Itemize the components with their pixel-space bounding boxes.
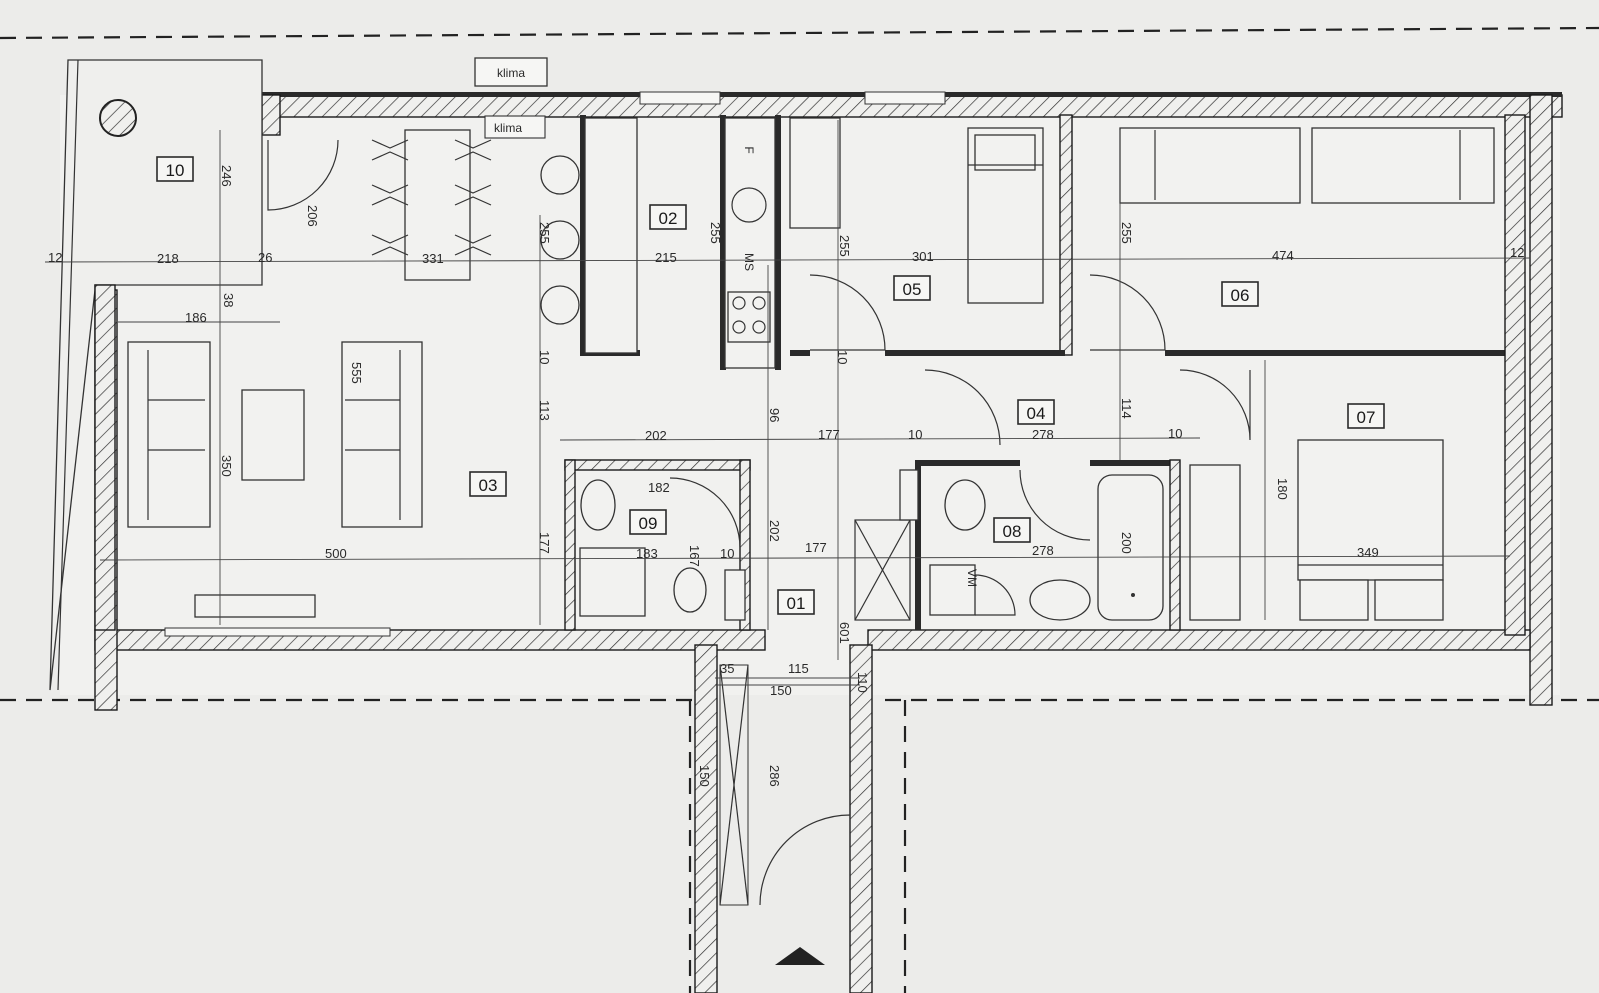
svg-text:04: 04 xyxy=(1027,404,1046,423)
dimension-label: 202 xyxy=(767,520,782,542)
fridge-label: F xyxy=(742,146,756,153)
bedroom-06-furniture xyxy=(1119,127,1495,204)
room-tag-07: 07 xyxy=(1347,403,1385,429)
dimension-label: 202 xyxy=(645,428,667,443)
balcony-10 xyxy=(49,59,263,691)
svg-text:06: 06 xyxy=(1231,286,1250,305)
bedroom-07-furniture xyxy=(1189,439,1444,621)
dimension-label: 12 xyxy=(1510,245,1524,260)
svg-text:10: 10 xyxy=(166,161,185,180)
dimension-label: 186 xyxy=(185,310,207,325)
dimension-label: 601 xyxy=(837,622,852,644)
svg-text:09: 09 xyxy=(639,514,658,533)
dimension-label: 10 xyxy=(908,427,922,442)
windows xyxy=(164,91,946,637)
dimension-label: 474 xyxy=(1272,248,1294,263)
dimension-label: 206 xyxy=(305,205,320,227)
dimension-label: 200 xyxy=(1119,532,1134,554)
corridor-01 xyxy=(694,519,911,993)
dimension-label: 35 xyxy=(720,661,734,676)
dimension-label: 180 xyxy=(1275,478,1290,500)
bathroom-08-fixtures xyxy=(899,469,1164,621)
dimension-lines xyxy=(44,120,1531,686)
dimension-label: 113 xyxy=(537,400,552,421)
dimension-label: 110 xyxy=(855,672,870,693)
dimension-label: 278 xyxy=(1032,427,1054,442)
dimension-label: 255 xyxy=(1119,222,1134,244)
dimension-label: 177 xyxy=(818,427,840,442)
dishwasher-label: MS xyxy=(742,253,756,271)
dimension-label: 38 xyxy=(221,293,236,307)
svg-text:klima: klima xyxy=(497,66,525,80)
svg-text:08: 08 xyxy=(1003,522,1022,541)
svg-text:01: 01 xyxy=(787,594,806,613)
svg-text:05: 05 xyxy=(903,280,922,299)
dimension-label: 96 xyxy=(767,408,782,422)
dimension-label: 255 xyxy=(537,222,552,244)
dimension-label: 349 xyxy=(1357,545,1379,560)
bathroom-09-fixtures xyxy=(579,479,746,621)
dimension-label: 114 xyxy=(1119,398,1134,419)
dining-furniture xyxy=(371,117,638,354)
klima-box-inside: klima xyxy=(484,115,546,139)
dimension-label: 10 xyxy=(720,546,734,561)
room-tag-06: 06 xyxy=(1221,281,1259,307)
room-tag-01: 01 xyxy=(777,589,815,615)
dimension-label: 301 xyxy=(912,249,934,264)
dimension-label: 183 xyxy=(636,546,658,561)
bedroom-05-furniture xyxy=(967,127,1044,304)
dimension-label: 12 xyxy=(48,250,62,265)
dimension-label: 177 xyxy=(537,532,552,554)
room-tag-03: 03 xyxy=(469,471,507,497)
dimension-label: 255 xyxy=(837,235,852,257)
dimension-label: 350 xyxy=(219,455,234,477)
dimension-label: 555 xyxy=(349,362,364,384)
svg-text:02: 02 xyxy=(659,209,678,228)
dimension-label: 500 xyxy=(325,546,347,561)
dimension-label: 177 xyxy=(805,540,827,555)
svg-text:03: 03 xyxy=(479,476,498,495)
room-tag-10: 10 xyxy=(156,156,194,182)
dimension-label: 150 xyxy=(697,765,712,787)
dimension-label: 218 xyxy=(157,251,179,266)
room-tag-02: 02 xyxy=(649,204,687,230)
klima-box-outside: klima xyxy=(474,57,548,87)
dimension-label: 10 xyxy=(537,350,552,364)
dimension-labels: 218 331 215 301 474 186 246 206 38 26 25… xyxy=(48,165,1524,787)
dimension-label: 286 xyxy=(767,765,782,787)
drain-icon xyxy=(99,99,137,137)
dimension-label: 331 xyxy=(422,251,444,266)
dimension-label: 26 xyxy=(258,250,272,265)
room-tag-08: 08 xyxy=(993,517,1031,543)
kitchen-furniture xyxy=(724,117,841,369)
room-tag-05: 05 xyxy=(893,275,931,301)
doors xyxy=(267,139,1251,616)
entrance-arrow-icon xyxy=(775,947,825,965)
room-tag-04: 04 xyxy=(1017,399,1055,425)
dimension-label: 167 xyxy=(687,545,702,567)
svg-text:klima: klima xyxy=(494,121,522,135)
dimension-label: 115 xyxy=(788,661,809,676)
dimension-label: 215 xyxy=(655,250,677,265)
room-tag-09: 09 xyxy=(629,509,667,535)
dimension-label: 150 xyxy=(770,683,792,698)
living-room-furniture xyxy=(127,341,423,618)
dimension-label: 278 xyxy=(1032,543,1054,558)
washer-label: VM xyxy=(965,569,979,587)
dimension-label: 10 xyxy=(1168,426,1182,441)
svg-text:07: 07 xyxy=(1357,408,1376,427)
dimension-label: 10 xyxy=(835,350,850,364)
dimension-label: 182 xyxy=(648,480,670,495)
dimension-label: 255 xyxy=(708,222,723,244)
dimension-label: 246 xyxy=(219,165,234,187)
top-boundary-line xyxy=(0,26,1599,40)
